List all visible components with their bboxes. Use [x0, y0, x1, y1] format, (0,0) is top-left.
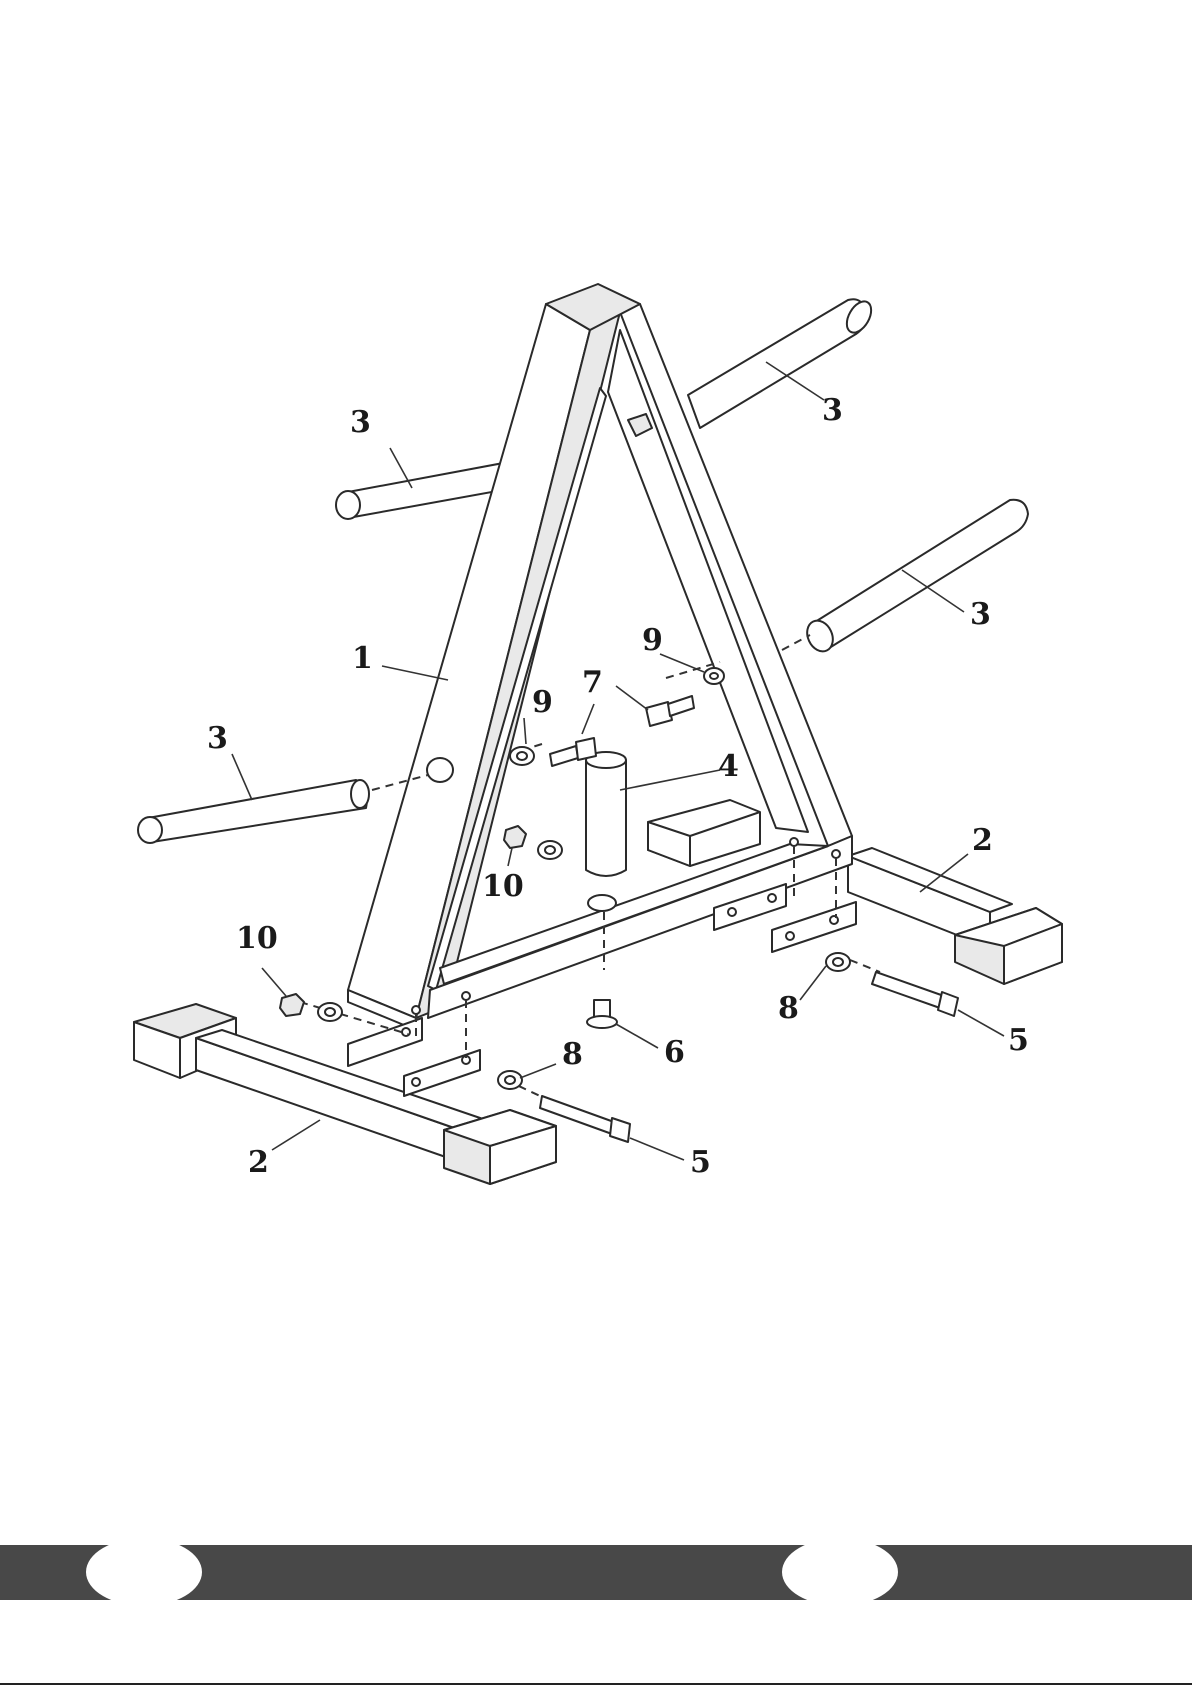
nut-inner — [504, 826, 526, 848]
callout-bolt-long-front: 5 — [690, 1145, 711, 1180]
washer-front — [498, 1071, 522, 1089]
peg-lower-left — [138, 775, 428, 843]
callout-peg-mid-right: 3 — [970, 597, 991, 632]
base-front — [134, 1004, 556, 1184]
bracket-rear-right — [772, 902, 856, 952]
callout-bolt-long-rear: 5 — [1008, 1023, 1029, 1058]
base-rear — [848, 848, 1062, 984]
callout-peg-upper-right: 3 — [822, 393, 843, 428]
callout-washer-post: 9 — [532, 685, 553, 720]
washer-upper — [704, 668, 724, 684]
page-number-oval-left — [86, 1538, 202, 1606]
callout-washer-front: 8 — [562, 1037, 583, 1072]
bracket-front-right — [404, 1050, 480, 1096]
peg-upper-right — [688, 297, 876, 428]
callout-nut-inner: 10 — [482, 869, 524, 904]
callout-nut-outer: 10 — [236, 921, 278, 956]
washer-post — [510, 747, 534, 765]
bolt-upper — [646, 696, 694, 726]
callout-base-rear: 2 — [972, 823, 993, 858]
washer-rear — [826, 953, 850, 971]
nut-outer — [280, 994, 304, 1016]
peg-mid-right — [782, 500, 1028, 656]
bolt-short — [587, 1000, 617, 1028]
washer-inner — [538, 841, 562, 859]
callout-peg-lower-left: 3 — [207, 721, 228, 756]
callout-center-post: 4 — [718, 749, 739, 784]
callout-washer-rear: 8 — [778, 991, 799, 1026]
frame — [348, 284, 852, 1030]
callout-bolt-short: 6 — [664, 1035, 685, 1070]
bracket-front-left — [348, 1018, 422, 1066]
washer-outer — [318, 1003, 342, 1021]
page-number-oval-right — [782, 1538, 898, 1606]
callout-peg-upper-left: 3 — [350, 405, 371, 440]
callout-frame: 1 — [352, 641, 373, 676]
callout-washer-upper: 9 — [642, 623, 663, 658]
callout-bolt-post: 7 — [582, 665, 603, 700]
callout-base-front: 2 — [248, 1145, 269, 1180]
bolt-long-rear — [872, 972, 958, 1016]
frame-rear-stub — [648, 800, 760, 866]
